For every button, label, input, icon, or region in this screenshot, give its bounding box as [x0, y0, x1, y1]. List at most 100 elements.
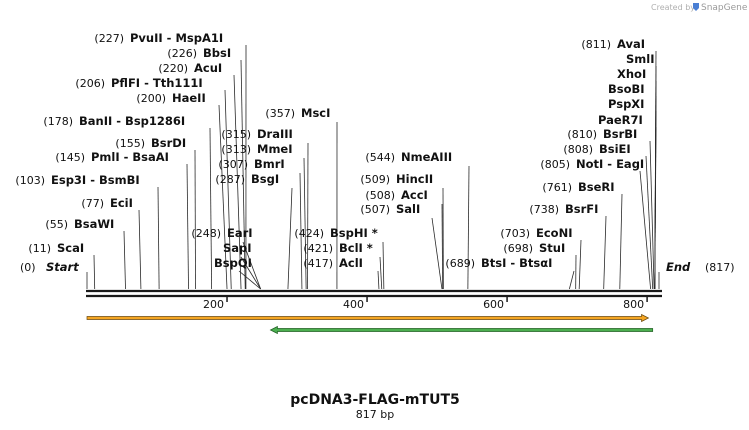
enzyme-site-label: (220)AcuI	[158, 61, 222, 75]
enzyme-name: PspXI	[608, 97, 644, 111]
site-position: (357)	[265, 107, 295, 120]
enzyme-site-label: (248) EarI	[191, 226, 252, 240]
cut-site-line	[649, 140, 655, 290]
enzyme-name: StuI	[539, 241, 565, 255]
enzyme-name: BclI *	[339, 241, 373, 255]
cut-site-line	[645, 155, 654, 290]
enzyme-name: PflFI - Tth111I	[111, 76, 203, 90]
enzyme-name: BbsI	[203, 46, 231, 60]
enzyme-site-label: (703)EcoNI	[500, 226, 572, 240]
enzyme-site-label: (738) BsrFI	[529, 202, 598, 216]
enzyme-site-label: (11)ScaI	[28, 241, 84, 255]
site-position: (227)	[94, 32, 124, 45]
tick-label: 200	[203, 298, 224, 311]
site-position: (810)	[567, 128, 597, 141]
feature-track	[86, 313, 654, 335]
enzyme-site-label: (227)PvuII - MspA1I	[94, 31, 223, 45]
enzyme-name: BsrFI	[565, 202, 598, 216]
enzyme-site-label: (206) PflFI - Tth111I	[75, 76, 202, 90]
site-position: (226)	[167, 47, 197, 60]
site-position: (55)	[45, 218, 68, 231]
cut-site-line	[209, 127, 213, 290]
site-position: (77)	[81, 197, 104, 210]
cut-site-line	[654, 126, 657, 290]
start-name: Start	[46, 260, 79, 274]
enzyme-site-label: (808)BsiEI	[563, 142, 630, 156]
enzyme-site-label: (761) BseRI	[542, 180, 614, 194]
site-position: (698)	[503, 242, 533, 255]
cut-site-line	[303, 157, 307, 290]
cut-site-line	[619, 193, 623, 290]
cut-site-line	[377, 270, 380, 290]
enzyme-site-label: (307)BmrI	[218, 157, 284, 171]
enzyme-name: BsrBI	[603, 127, 637, 141]
site-position: (424)	[294, 227, 324, 240]
enzyme-site-label: PaeR7I	[598, 113, 643, 127]
snapgene-credit: Created by SnapGene	[651, 3, 748, 13]
credit-brand: SnapGene	[701, 3, 748, 13]
enzyme-site-label: (509)HincII	[360, 172, 433, 186]
enzyme-name: ScaI	[57, 241, 84, 255]
cut-site-line	[240, 256, 261, 290]
credit-text: Created by	[651, 3, 695, 12]
site-position: (248)	[191, 227, 221, 240]
enzyme-name: PmlI - BsaAI	[91, 150, 169, 164]
cut-site-line	[578, 239, 582, 290]
enzyme-name: EarI	[227, 226, 253, 240]
dna-backbone	[86, 289, 662, 298]
enzyme-name: HaeII	[172, 91, 206, 105]
enzyme-site-label: (698) StuI	[503, 241, 565, 255]
enzyme-name: AclI	[339, 256, 363, 270]
map-title: pcDNA3-FLAG-mTUT5	[290, 392, 459, 408]
enzyme-name: BseRI	[578, 180, 615, 194]
site-position: (703)	[500, 227, 530, 240]
green-feature	[269, 325, 654, 335]
site-position: (689)	[445, 257, 475, 270]
site-position: (307)	[218, 158, 248, 171]
enzyme-site-label: (689)BtsI - BtsαI	[445, 256, 552, 270]
enzyme-site-label: BspQI	[214, 256, 252, 270]
enzyme-name: AcuI	[194, 61, 222, 75]
orange-feature	[86, 313, 650, 323]
enzyme-name: BspQI	[214, 256, 252, 270]
enzyme-site-label: (313)MmeI	[221, 142, 292, 156]
enzyme-name: DraIII	[257, 127, 293, 141]
enzyme-name: MmeI	[257, 142, 293, 156]
enzyme-name: BsiEI	[599, 142, 631, 156]
tick-label: 400	[343, 298, 364, 311]
site-position: (738)	[529, 203, 559, 216]
enzyme-site-label: PspXI	[608, 97, 644, 111]
site-position: (811)	[581, 38, 611, 51]
enzyme-name: MscI	[301, 106, 330, 120]
enzyme-name: BspHI *	[330, 226, 378, 240]
enzyme-site-label: BsoBI	[608, 82, 645, 96]
site-position: (421)	[303, 242, 333, 255]
cut-site-line	[382, 241, 385, 290]
cut-site-line	[639, 170, 651, 290]
site-position: (145)	[55, 151, 85, 164]
enzyme-site-label: (544)NmeAIII	[365, 150, 452, 164]
enzyme-name: HincII	[396, 172, 433, 186]
snapgene-logo-icon	[693, 3, 699, 11]
enzyme-labels: (227)PvuII - MspA1I(226)BbsI(220)AcuI(20…	[15, 31, 654, 270]
cut-site-line	[194, 149, 196, 290]
cut-site-line	[441, 203, 444, 290]
enzyme-site-label: (55)BsaWI	[45, 217, 114, 231]
enzyme-name: Esp3I - BsmBI	[51, 173, 140, 187]
cut-site-line	[224, 89, 232, 290]
cut-site-line	[467, 165, 470, 290]
site-position: (805)	[540, 158, 570, 171]
end-position: (817)	[705, 261, 735, 274]
enzyme-site-label: (103)Esp3I - BsmBI	[15, 173, 139, 187]
cut-site-line	[242, 241, 262, 290]
enzyme-name: SalI	[396, 202, 420, 216]
site-position: (206)	[75, 77, 105, 90]
site-position: (761)	[542, 181, 572, 194]
enzyme-site-label: (226) BbsI	[167, 46, 231, 60]
enzyme-site-label: (810) BsrBI	[567, 127, 637, 141]
cut-site-line	[238, 270, 261, 290]
cut-site-line	[568, 270, 575, 290]
enzyme-name: XhoI	[617, 67, 646, 81]
enzyme-site-label: SapI	[223, 241, 252, 255]
enzyme-name: BanII - Bsp1286I	[79, 114, 185, 128]
